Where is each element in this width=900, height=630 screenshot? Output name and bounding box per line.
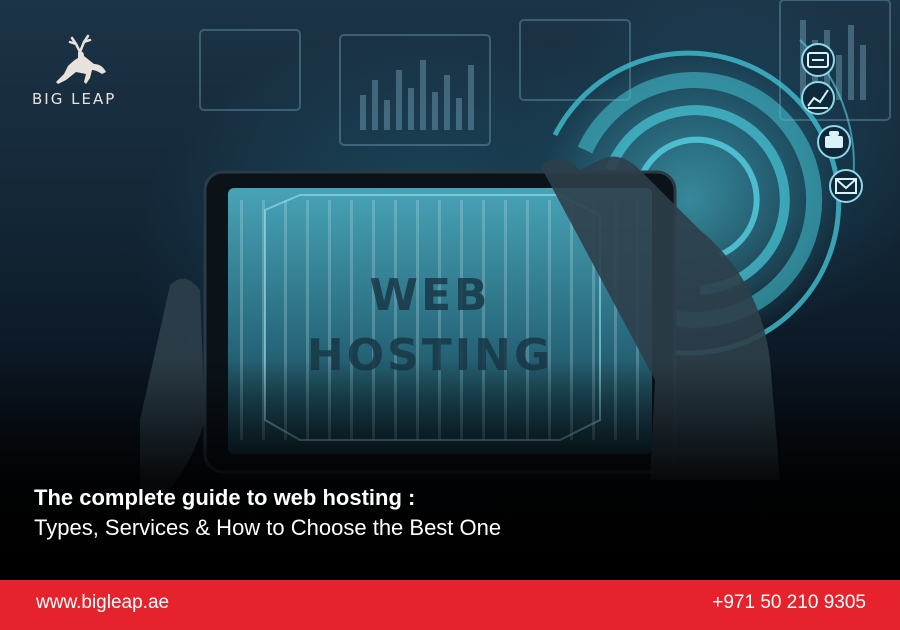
headline-subtitle: Types, Services & How to Choose the Best… — [34, 515, 502, 540]
screen-title-line1: WEB — [369, 270, 491, 321]
website-link[interactable]: www.bigleap.ae — [36, 592, 170, 613]
bottom-gradient-overlay — [0, 360, 900, 580]
brand-logo-text: BIG LEAP — [32, 90, 117, 108]
headline: The complete guide to web hosting : Type… — [34, 483, 874, 543]
deer-icon — [56, 34, 106, 84]
phone-icon — [825, 131, 843, 148]
headline-title: The complete guide to web hosting : — [34, 485, 416, 510]
mail-icon — [835, 178, 857, 194]
chart-icon — [807, 89, 829, 109]
footer-bar: www.bigleap.ae +971 50 210 9305 — [0, 580, 900, 630]
brand-logo[interactable]: BIG LEAP — [32, 30, 142, 110]
server-icon — [807, 52, 829, 68]
phone-number[interactable]: +971 50 210 9305 — [712, 592, 866, 613]
